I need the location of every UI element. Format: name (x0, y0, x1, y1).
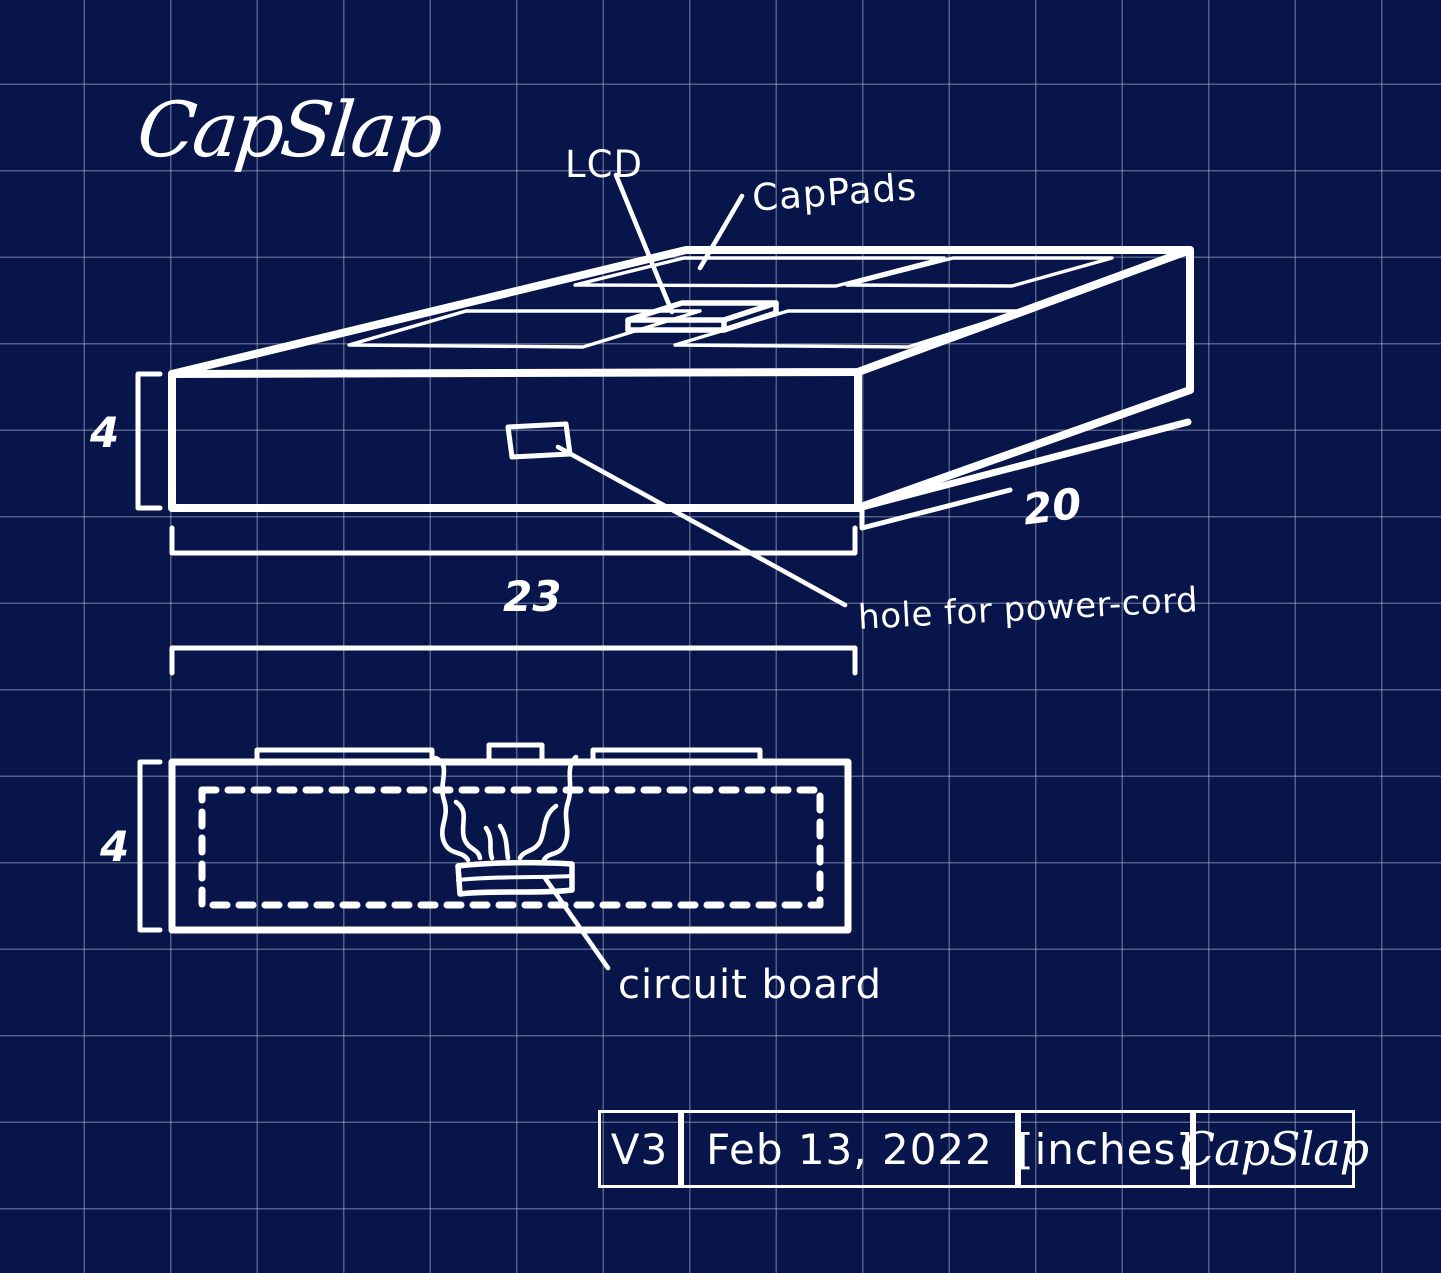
circuit-board (455, 859, 575, 897)
label-lcd: LCD (565, 143, 643, 186)
dim-value-section-height: 4 (100, 822, 130, 871)
leader-lcd (613, 172, 675, 315)
wire (453, 799, 483, 861)
section-cap-pad (590, 747, 763, 765)
cap-pad (845, 256, 1114, 288)
cap-pad (573, 256, 946, 288)
dim-value-iso-width: 23 (503, 572, 562, 621)
dim-bracket-23-upper (169, 525, 858, 556)
section-hidden-cavity (198, 786, 824, 909)
dim-value-iso-depth: 20 (1020, 478, 1085, 535)
section-outline (168, 758, 852, 934)
dim-bracket-4-iso (135, 371, 163, 511)
section-view (137, 742, 852, 971)
isometric-view (168, 246, 1194, 512)
title-block-name: CapSlap (1180, 1110, 1369, 1188)
page-title: CapSlap (133, 85, 445, 174)
wire (517, 803, 559, 861)
dim-iso-width (169, 525, 858, 676)
wire (541, 754, 579, 863)
title-block-version: V3 (598, 1110, 681, 1188)
dim-iso-depth (859, 487, 1013, 531)
dim-bracket-20 (859, 487, 1013, 531)
leader-circuit-board (542, 875, 611, 971)
power-cord-hole (505, 421, 573, 460)
section-cap-pad (254, 747, 435, 765)
dim-value-iso-height: 4 (90, 408, 120, 457)
dim-bracket-23-lower (169, 645, 858, 676)
dim-bracket-4-section (137, 759, 163, 933)
lcd-side-face (721, 300, 779, 333)
leader-cap-pads (697, 193, 745, 271)
label-circuit-board: circuit board (618, 962, 883, 1008)
dim-iso-height (135, 371, 163, 511)
wire-pin (497, 823, 511, 861)
circuit-board-trace (456, 874, 574, 882)
title-block-date: Feb 13, 2022 (681, 1110, 1018, 1188)
cap-pad (347, 309, 702, 349)
title-block-units: [inches] (1017, 1110, 1193, 1188)
section-lcd-top (486, 742, 545, 765)
leader-hole (555, 444, 848, 608)
wire (433, 755, 471, 863)
lcd-front-face (625, 317, 727, 333)
wire-pin (483, 825, 495, 861)
iso-front-face (168, 368, 862, 512)
iso-bottom-right-edge (854, 418, 1192, 512)
lcd-module (625, 300, 779, 333)
iso-right-face (854, 246, 1194, 512)
